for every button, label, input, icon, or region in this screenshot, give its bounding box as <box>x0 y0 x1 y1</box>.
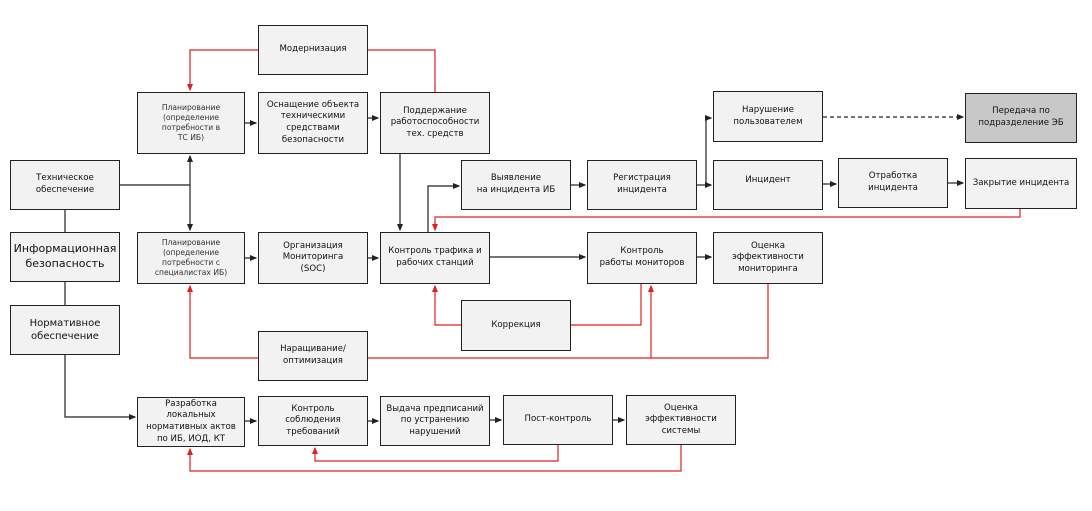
node-orders: Выдача предписаний по устранению нарушен… <box>380 396 490 446</box>
node-handling: Отработка инцидента <box>838 158 948 208</box>
node-closing: Закрытие инцидента <box>965 158 1077 209</box>
node-monitoring-eval: Оценка эффективности мониторинга <box>713 232 823 284</box>
node-local-acts: Разработка локальных нормативных актов п… <box>137 397 245 447</box>
node-transfer-eb: Передача по подразделение ЭБ <box>965 93 1077 143</box>
node-monitoring-org: Организация Мониторинга (SOC) <box>258 232 368 284</box>
node-correction: Коррекция <box>461 300 571 351</box>
node-maintenance: Поддержание работоспособности тех. средс… <box>380 92 490 154</box>
node-scaling: Наращивание/ оптимизация <box>258 331 368 381</box>
node-system-eval: Оценка эффективности системы <box>626 395 736 445</box>
node-technical: Техническое обеспечение <box>10 160 120 210</box>
node-infosec: Информационная безопасность <box>10 232 120 282</box>
node-modernization: Модернизация <box>258 25 368 75</box>
node-normative: Нормативное обеспечение <box>10 305 120 355</box>
node-planning-ts: Планирование (определение потребности в … <box>137 92 245 154</box>
flow-connectors <box>64 114 965 424</box>
node-equipping: Оснащение объекта техническими средствам… <box>258 92 368 154</box>
node-incident: Инцидент <box>713 160 823 210</box>
node-user-violation: Нарушение пользователем <box>713 91 823 142</box>
node-post-control: Пост-контроль <box>503 395 613 445</box>
node-compliance: Контроль соблюдения требований <box>258 396 368 446</box>
feedback-connectors <box>187 49 1021 472</box>
node-registration: Регистрация инцидента <box>587 160 697 210</box>
node-planning-staff: Планирование (определение потребности с … <box>137 232 245 284</box>
node-traffic-control: Контроль трафика и рабочих станций <box>380 232 490 284</box>
node-detection: Выявление на инцидента ИБ <box>461 160 571 210</box>
node-monitor-control: Контроль работы мониторов <box>587 232 697 284</box>
